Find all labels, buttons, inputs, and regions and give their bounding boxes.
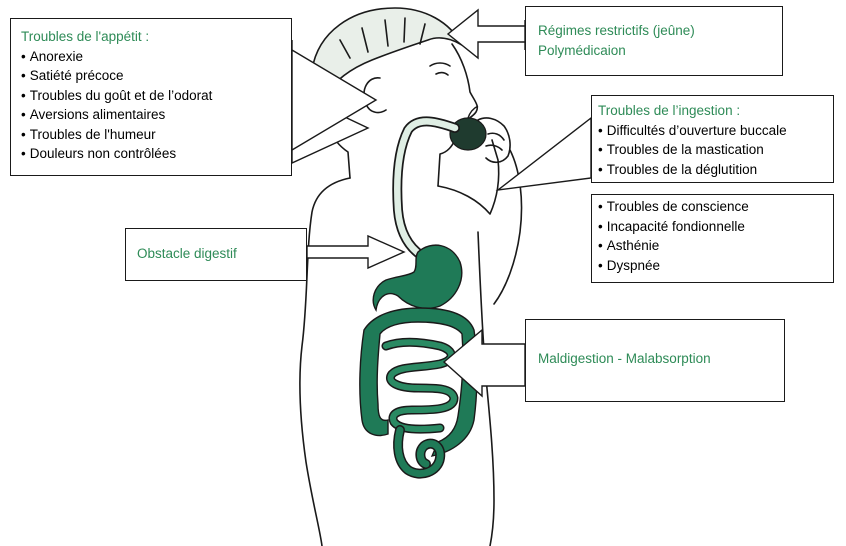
appetite-title: Troubles de l'appétit :	[21, 27, 291, 47]
appetite-list: Anorexie Satiété précoce Troubles du goû…	[21, 47, 291, 164]
list-item: Troubles de conscience	[598, 197, 833, 217]
ingestion-title: Troubles de l’ingestion :	[598, 101, 833, 121]
list-item: Satiété précoce	[21, 66, 291, 86]
arrow-regimes	[448, 10, 525, 58]
appetite-troubles-box: Troubles de l'appétit : Anorexie Satiété…	[10, 18, 292, 176]
regimes-line-1: Régimes restrictifs (jeûne)	[538, 21, 782, 41]
ingestion-list: Difficultés d’ouverture buccale Troubles…	[598, 121, 833, 180]
list-item: Troubles de la mastication	[598, 140, 833, 160]
list-item: Troubles de la déglutition	[598, 160, 833, 180]
regimes-box: Régimes restrictifs (jeûne) Polymédicaio…	[525, 6, 783, 76]
list-item: Troubles de l'humeur	[21, 125, 291, 145]
digestive-tract	[360, 121, 477, 473]
malabsorption-title: Maldigestion - Malabsorption	[538, 349, 784, 369]
large-intestine	[360, 308, 477, 456]
list-item: Aversions alimentaires	[21, 105, 291, 125]
list-item: Dyspnée	[598, 256, 833, 276]
regimes-line-2: Polymédicaion	[538, 41, 782, 61]
arrow-obstacle	[307, 236, 404, 268]
list-item: Troubles du goût et de l’odorat	[21, 86, 291, 106]
list-item: Asthénie	[598, 236, 833, 256]
conscience-troubles-box: Troubles de conscience Incapacité fondio…	[591, 194, 834, 283]
list-item: Difficultés d’ouverture buccale	[598, 121, 833, 141]
list-item: Incapacité fondionnelle	[598, 217, 833, 237]
list-item: Douleurs non contrôlées	[21, 144, 291, 164]
list-item: Anorexie	[21, 47, 291, 67]
obstacle-title: Obstacle digestif	[137, 244, 306, 264]
arrow-malabs	[444, 330, 525, 396]
conscience-list: Troubles de conscience Incapacité fondio…	[598, 197, 833, 275]
ingestion-troubles-box: Troubles de l’ingestion : Difficultés d’…	[591, 95, 834, 183]
obstacle-digestif-box: Obstacle digestif	[125, 228, 307, 281]
malabsorption-box: Maldigestion - Malabsorption	[525, 319, 785, 402]
